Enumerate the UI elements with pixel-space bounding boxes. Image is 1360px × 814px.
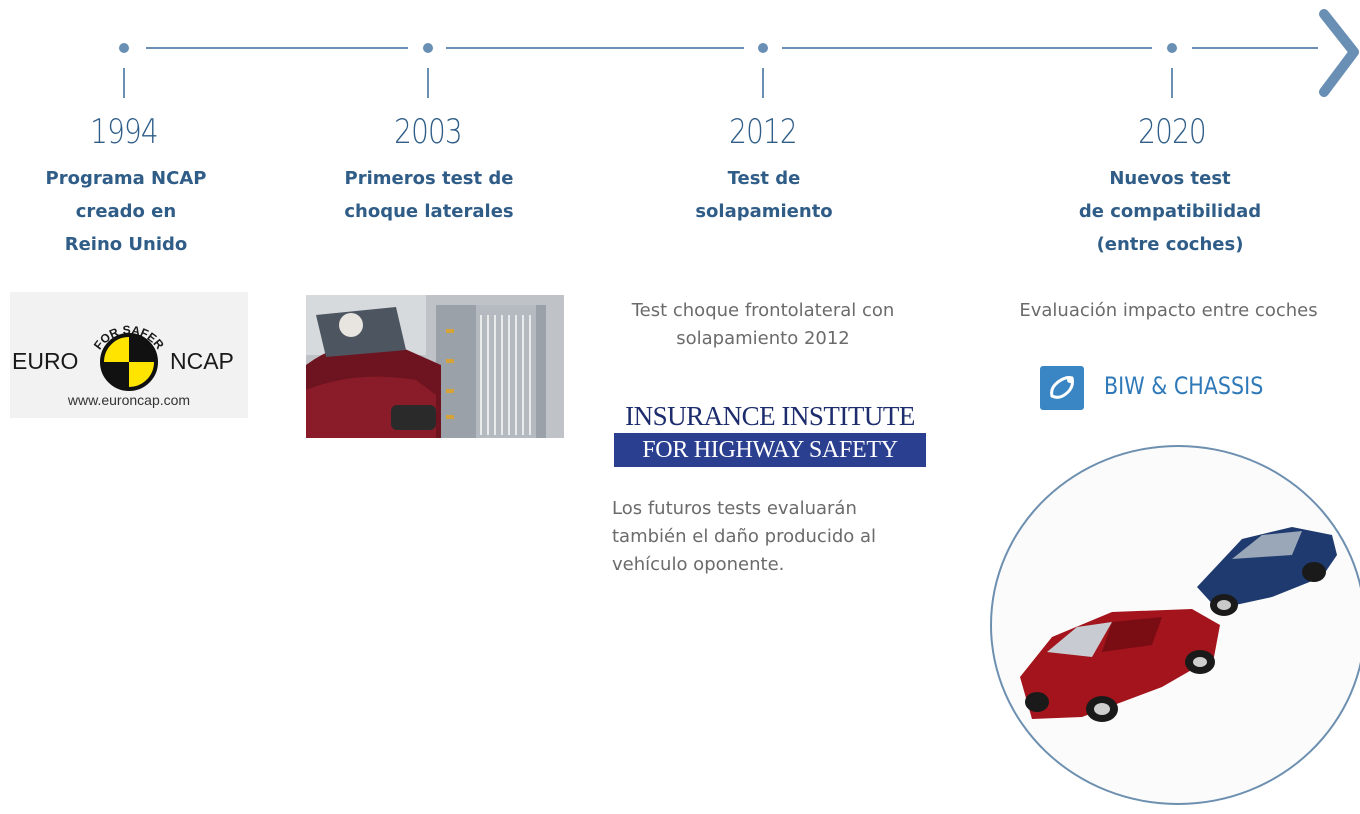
milestone-event-1994: Programa NCAP creado en Reino Unido: [45, 168, 207, 255]
overlap-test-description: Test choque frontolateral con solapamien…: [631, 300, 895, 349]
timeline-dot: [758, 43, 768, 53]
side-impact-test-photo: [306, 295, 564, 438]
iihs-logo: INSURANCE INSTITUTE FOR HIGHWAY SAFETY: [614, 400, 926, 468]
milestone-year-1994: 1994: [90, 112, 158, 152]
biw-chassis-icon: [1040, 366, 1084, 410]
milestone-event-2020: Nuevos test de compatibilidad (entre coc…: [1078, 168, 1262, 255]
ncap-word: NCAP: [170, 348, 234, 374]
car-impact-evaluation-description: Evaluación impacto entre coches: [1019, 300, 1318, 321]
euroncap-url: www.euroncap.com: [67, 392, 191, 408]
timeline-dot: [1167, 43, 1177, 53]
euro-word: EURO: [12, 348, 79, 374]
timeline-dot: [119, 43, 129, 53]
chevron-right-icon: [1319, 9, 1359, 97]
milestone-event-2012: Test de solapamiento: [695, 168, 833, 222]
iihs-logo-line1: INSURANCE INSTITUTE: [625, 401, 915, 431]
timeline: [119, 9, 1359, 98]
biw-chassis-label: BIW & CHASSIS: [1104, 372, 1264, 400]
milestone-year-2003: 2003: [394, 112, 462, 152]
milestone-year-2012: 2012: [729, 112, 797, 152]
milestone-year-2020: 2020: [1138, 112, 1206, 152]
red-car-icon: [1020, 609, 1220, 722]
blue-car-icon: [1197, 527, 1337, 616]
iihs-logo-line2: FOR HIGHWAY SAFETY: [614, 433, 926, 467]
future-tests-description: Los futuros tests evaluarán también el d…: [612, 498, 877, 575]
euroncap-logo: FOR SAFER CARS EURO NCAP www.euroncap.co…: [10, 292, 248, 418]
milestone-event-2003: Primeros test de choque laterales: [344, 168, 514, 222]
timeline-dot: [423, 43, 433, 53]
car-compatibility-illustration: [990, 445, 1360, 805]
